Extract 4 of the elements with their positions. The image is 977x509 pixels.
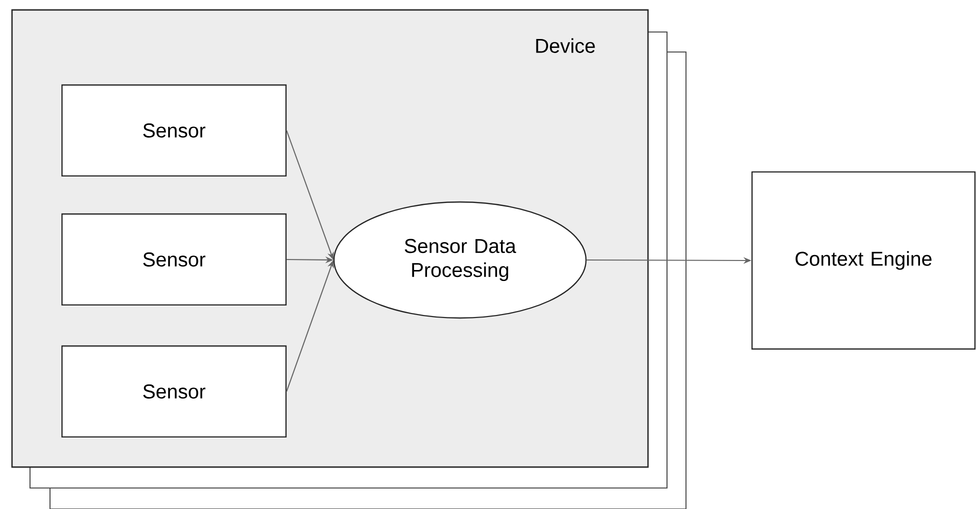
sensor-box: Sensor xyxy=(61,84,287,177)
engine-box: Context Engine xyxy=(751,171,976,350)
sensor-box: Sensor xyxy=(61,345,287,438)
sensor-box: Sensor xyxy=(61,213,287,306)
